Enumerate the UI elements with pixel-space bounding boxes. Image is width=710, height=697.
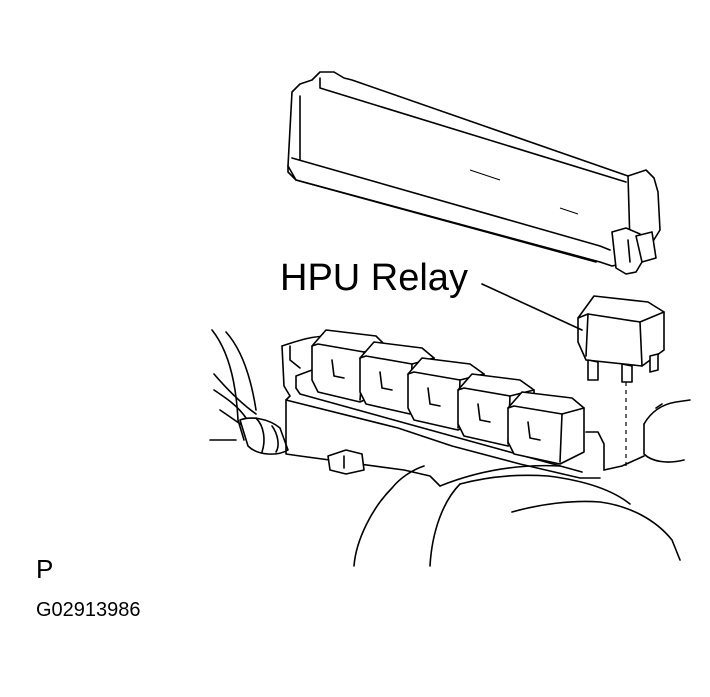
relay-box-cover (287, 71, 661, 275)
installed-relay (507, 391, 585, 465)
relay-label: HPU Relay (280, 257, 468, 299)
view-letter: P (36, 554, 54, 584)
relay-box-base (281, 335, 605, 487)
installed-relays (311, 329, 585, 465)
hpu-relay (577, 295, 665, 470)
wire-harness (209, 329, 289, 455)
figure-code: G02913986 (36, 599, 141, 621)
foreground-component (353, 464, 681, 567)
engine-bay-surroundings (603, 399, 691, 471)
label-leader-line (481, 283, 583, 331)
